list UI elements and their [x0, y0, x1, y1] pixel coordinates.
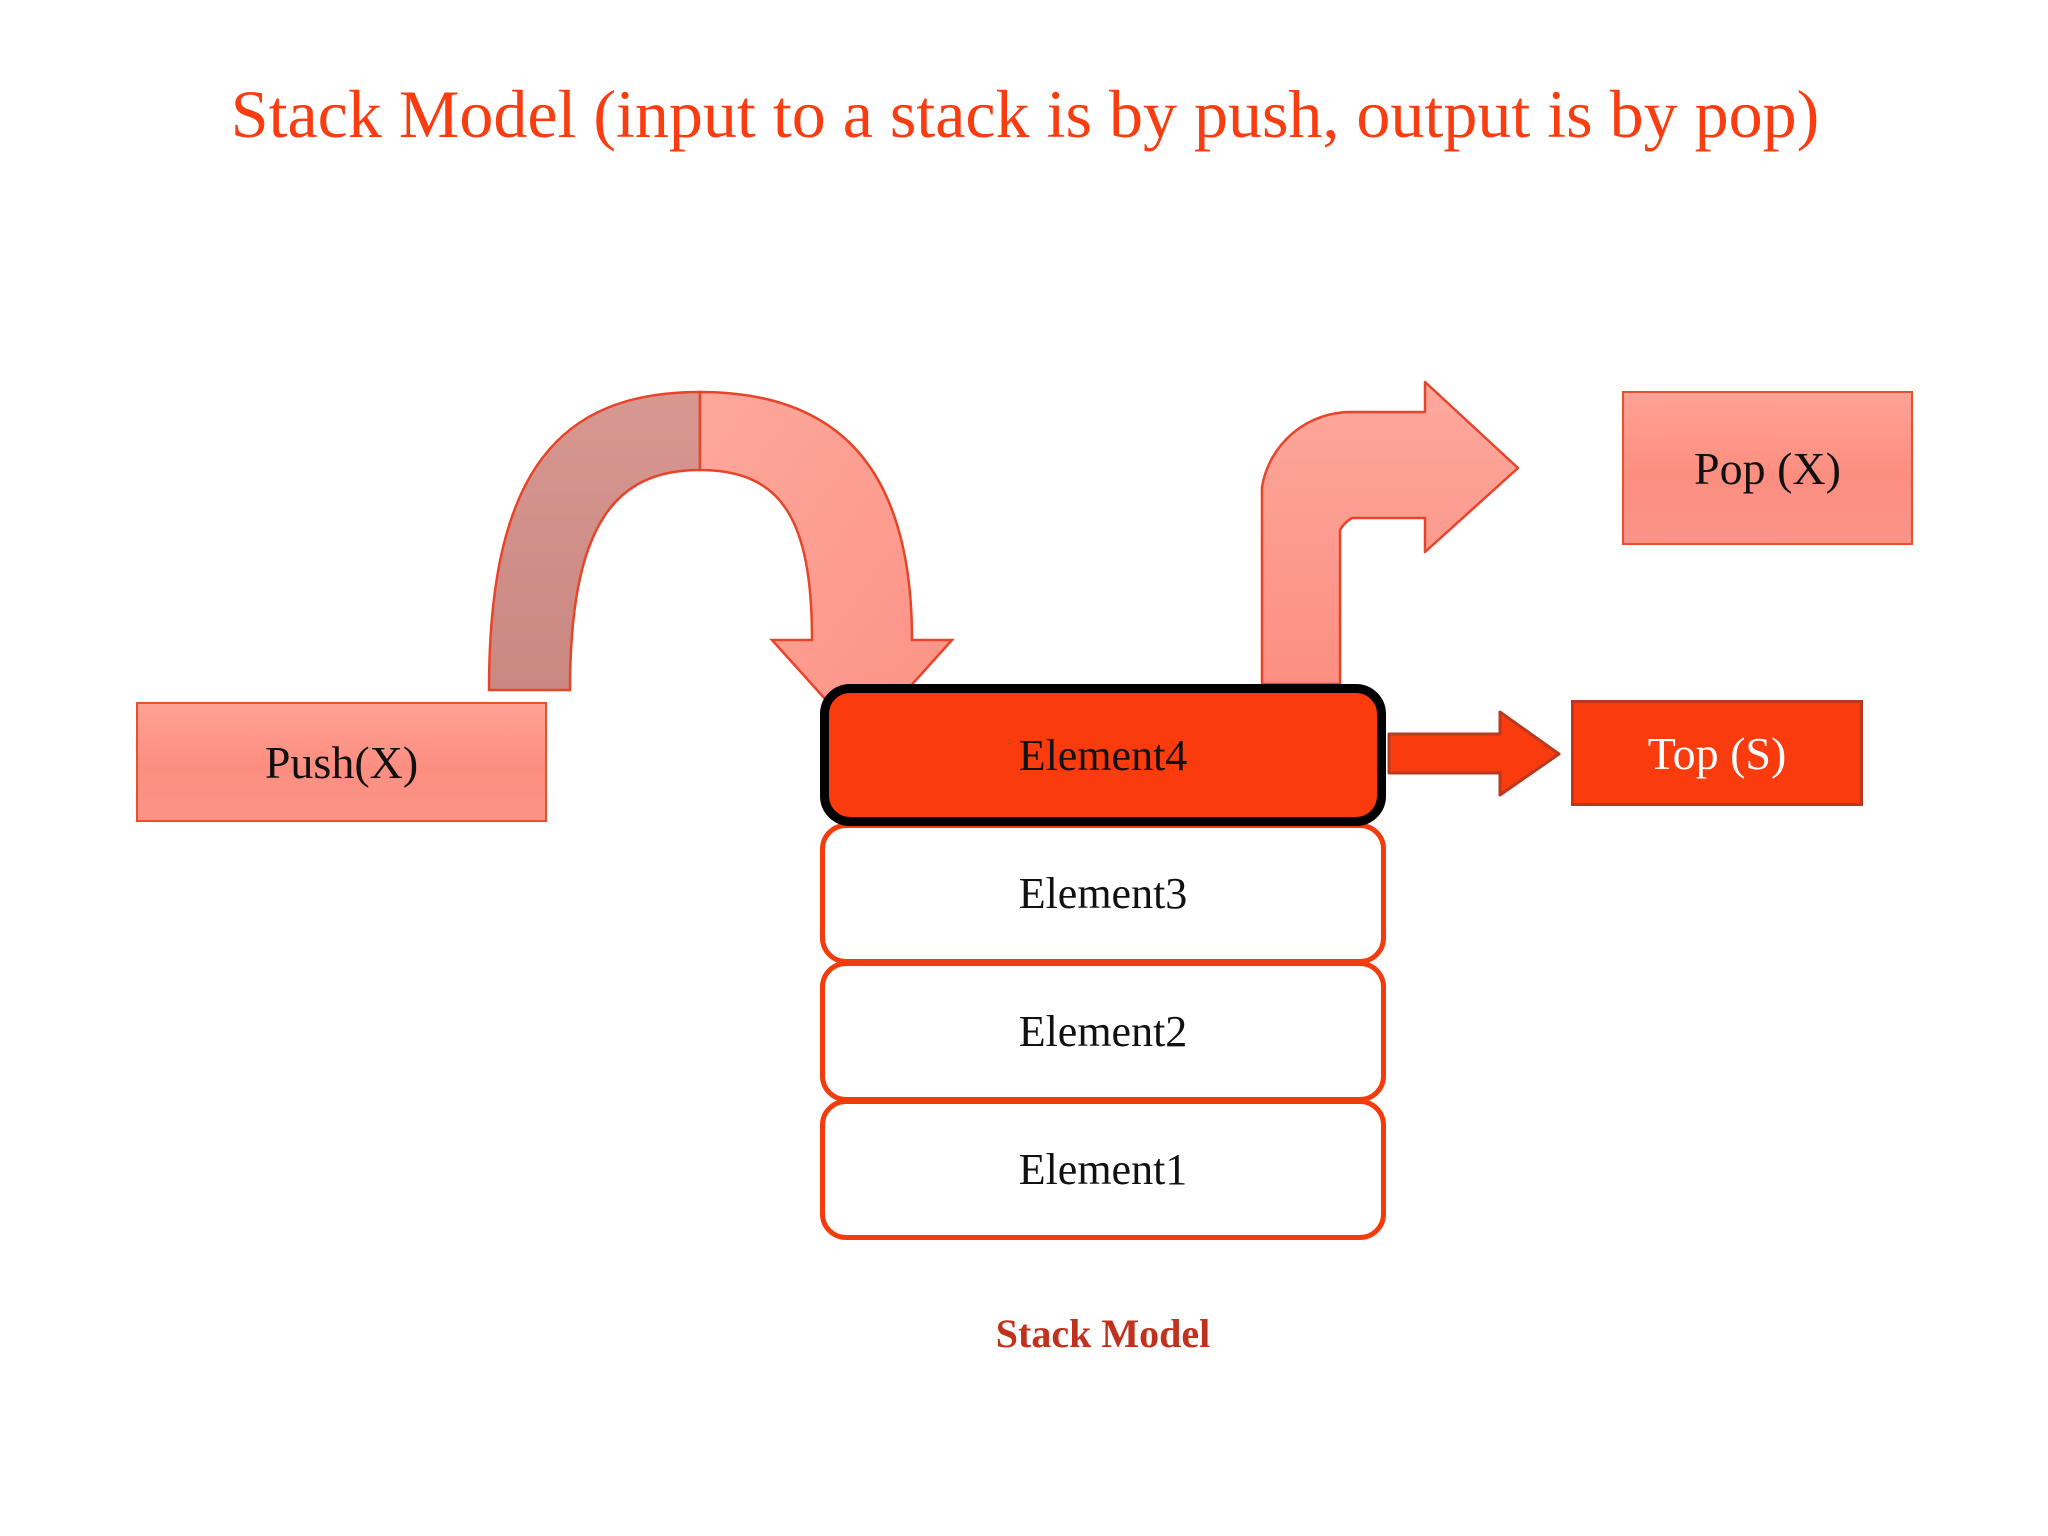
- stack-cell-label: Element2: [1018, 1007, 1188, 1056]
- stack-cell-element2[interactable]: Element2: [820, 961, 1386, 1102]
- top-box-label: Top (S): [1647, 727, 1787, 779]
- stack-container: Element4 Element3 Element2 Element1: [820, 684, 1386, 1240]
- stack-cell-label: Element3: [1018, 869, 1188, 918]
- top-box[interactable]: Top (S): [1571, 700, 1863, 806]
- stack-cell-element1[interactable]: Element1: [820, 1099, 1386, 1240]
- elbow-pop-arrow: [1260, 380, 1520, 686]
- push-box[interactable]: Push(X): [136, 702, 547, 822]
- stack-cell-label: Element1: [1018, 1145, 1188, 1194]
- stack-cell-label: Element4: [1018, 730, 1188, 780]
- stack-caption: Stack Model: [995, 1311, 1211, 1356]
- stack-cell-element4[interactable]: Element4: [820, 684, 1386, 826]
- pop-box-label: Pop (X): [1694, 442, 1841, 494]
- push-box-label: Push(X): [264, 736, 419, 788]
- page-title: Stack Model (input to a stack is by push…: [230, 76, 1820, 152]
- top-pointer-arrow: [1387, 710, 1561, 797]
- pop-box[interactable]: Pop (X): [1622, 391, 1913, 545]
- stack-cell-element3[interactable]: Element3: [820, 823, 1386, 964]
